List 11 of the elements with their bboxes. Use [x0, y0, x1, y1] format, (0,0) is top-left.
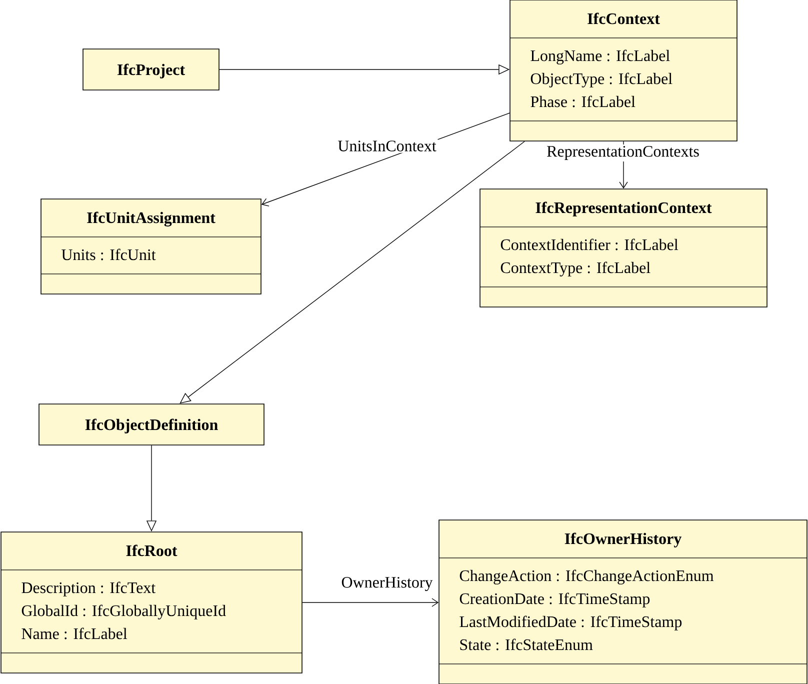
class-box: IfcRepresentationContext ContextIdentifier : IfcLabel ContextType : IfcLabel: [480, 188, 768, 308]
class-box: IfcObjectDefinition: [38, 404, 264, 446]
class-box: IfcOwnerHistory ChangeAction : IfcChangeActionEnum CreationDate : IfcTimeStamp LastModifiedDate : IfcTimeStamp State : IfcStateEnum: [438, 520, 808, 684]
class-box: IfcContext LongName : IfcLabel ObjectType : IfcLabel Phase : IfcLabel: [510, 0, 738, 142]
class-box: IfcUnitAssignment Units : IfcUnit: [40, 198, 262, 294]
class-box: IfcRoot Description : IfcText GlobalId : IfcGloballyUniqueId Name : IfcLabel: [0, 532, 302, 674]
edge-label: UnitsInContext: [336, 139, 438, 153]
edge-label: OwnerHistory: [340, 575, 434, 592]
arrow: [302, 598, 439, 607]
class-box: IfcProject: [82, 48, 220, 90]
edge-label: RepresentationContexts: [545, 144, 701, 162]
